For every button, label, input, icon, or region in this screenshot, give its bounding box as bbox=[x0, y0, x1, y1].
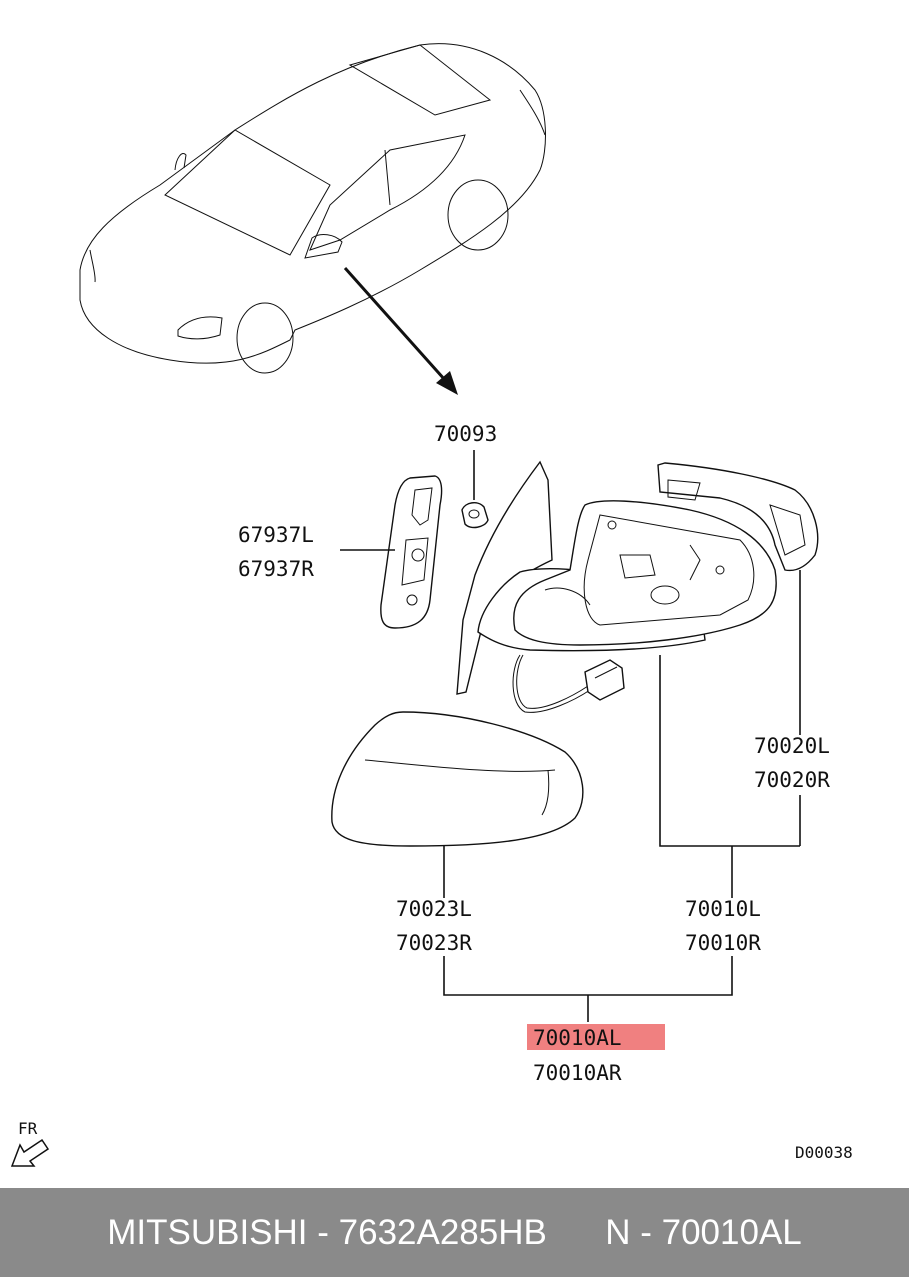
wire-harness bbox=[512, 654, 625, 713]
part-number: 7632A285HB bbox=[338, 1212, 547, 1252]
brand-name: MITSUBISHI bbox=[107, 1212, 308, 1252]
label-70010R: 70010R bbox=[685, 931, 761, 955]
label-70010AR: 70010AR bbox=[533, 1061, 622, 1085]
mirror-cover bbox=[331, 711, 584, 847]
label-67937L: 67937L bbox=[238, 523, 314, 547]
part-labels: 70093 67937L 67937R 70020L 70020R 70023L… bbox=[238, 422, 830, 1085]
parts-diagram: 70093 67937L 67937R 70020L 70020R 70023L… bbox=[10, 43, 853, 1167]
label-70020R: 70020R bbox=[754, 768, 830, 792]
clip-part bbox=[461, 502, 489, 529]
footer-gap bbox=[547, 1213, 605, 1253]
part-reference: N - 70010AL bbox=[605, 1212, 802, 1252]
label-70023L: 70023L bbox=[396, 897, 472, 921]
separator: - bbox=[307, 1212, 339, 1252]
diagram-code: D00038 bbox=[795, 1143, 853, 1162]
car-outline bbox=[79, 43, 546, 374]
label-70010L: 70010L bbox=[685, 897, 761, 921]
label-70093: 70093 bbox=[434, 422, 497, 446]
mirror-glass-holder bbox=[380, 475, 443, 629]
front-label: FR bbox=[18, 1119, 38, 1138]
label-70020L: 70020L bbox=[754, 734, 830, 758]
label-67937R: 67937R bbox=[238, 557, 314, 581]
pointer-arrow bbox=[343, 267, 458, 395]
part-info-footer: MITSUBISHI - 7632A285HB N - 70010AL bbox=[0, 1188, 909, 1277]
front-direction-indicator: FR bbox=[10, 1119, 50, 1167]
front-arrow-icon bbox=[10, 1138, 50, 1167]
label-70023R: 70023R bbox=[396, 931, 472, 955]
label-70010AL: 70010AL bbox=[533, 1026, 622, 1050]
mirror-housing bbox=[456, 460, 777, 695]
highlight-box bbox=[527, 1024, 665, 1050]
leader-lines bbox=[340, 450, 801, 1022]
mirror-frame bbox=[657, 462, 819, 572]
